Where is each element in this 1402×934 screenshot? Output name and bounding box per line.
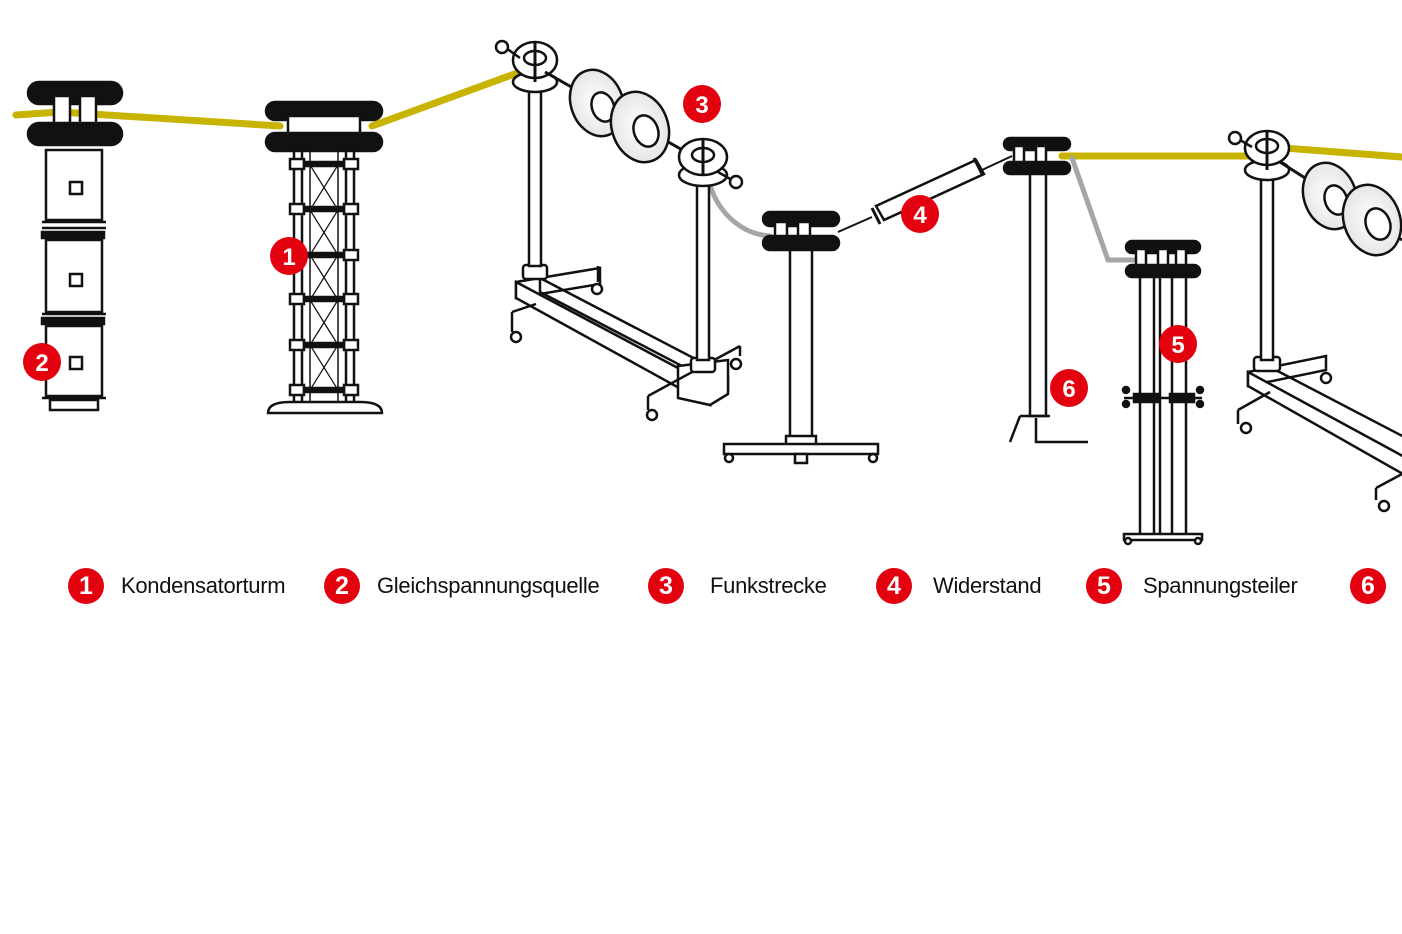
marker-5: 5 (1159, 325, 1197, 363)
legend-label-1: Kondensatorturm (121, 573, 286, 598)
svg-text:4: 4 (913, 202, 927, 229)
legend-item-6: 6 (1350, 564, 1402, 608)
legend-label-2: Gleichspannungsquelle (377, 573, 600, 598)
cable-tower-to-sparkgap (368, 68, 524, 130)
load-column (722, 210, 880, 465)
legend-item-1: 1 Kondensatorturm (68, 564, 286, 608)
marker-4: 4 (901, 195, 939, 233)
legend-label-3: Funkstrecke (710, 573, 827, 598)
resistor (837, 155, 1013, 233)
legend-item-2: 2 Gleichspannungsquelle (324, 564, 600, 608)
legend-badge-4: 4 (876, 568, 912, 604)
legend-label-5: Spannungsteiler (1143, 573, 1298, 598)
legend-badge-6: 6 (1350, 568, 1386, 604)
marker-6: 6 (1050, 369, 1088, 407)
spark-gap-2 (1227, 129, 1402, 513)
legend-item-5: 5 Spannungsteiler (1086, 564, 1298, 608)
voltage-divider (1121, 239, 1205, 546)
measuring-post (1002, 136, 1088, 444)
legend-badge-5: 5 (1086, 568, 1122, 604)
legend-badge-3: 3 (648, 568, 684, 604)
legend: 1 Kondensatorturm 2 Gleichspannungsquell… (0, 564, 1402, 608)
ground-lead-divider (1069, 155, 1139, 263)
marker-2: 2 (23, 343, 61, 381)
svg-text:3: 3 (695, 92, 708, 119)
svg-text:5: 5 (1171, 332, 1184, 359)
svg-text:1: 1 (282, 244, 295, 271)
cable-divider-to-sparkgap2 (1280, 144, 1402, 161)
svg-text:2: 2 (35, 350, 48, 377)
marker-3: 3 (683, 85, 721, 123)
legend-label-4: Widerstand (933, 573, 1042, 598)
legend-item-3: 3 Funkstrecke (648, 564, 827, 608)
legend-item-4: 4 Widerstand (876, 564, 1042, 608)
legend-badge-2: 2 (324, 568, 360, 604)
spark-gap (494, 39, 744, 422)
dc-source (26, 80, 124, 412)
legend-badge-1: 1 (68, 568, 104, 604)
svg-text:6: 6 (1062, 376, 1075, 403)
marker-1: 1 (270, 237, 308, 275)
